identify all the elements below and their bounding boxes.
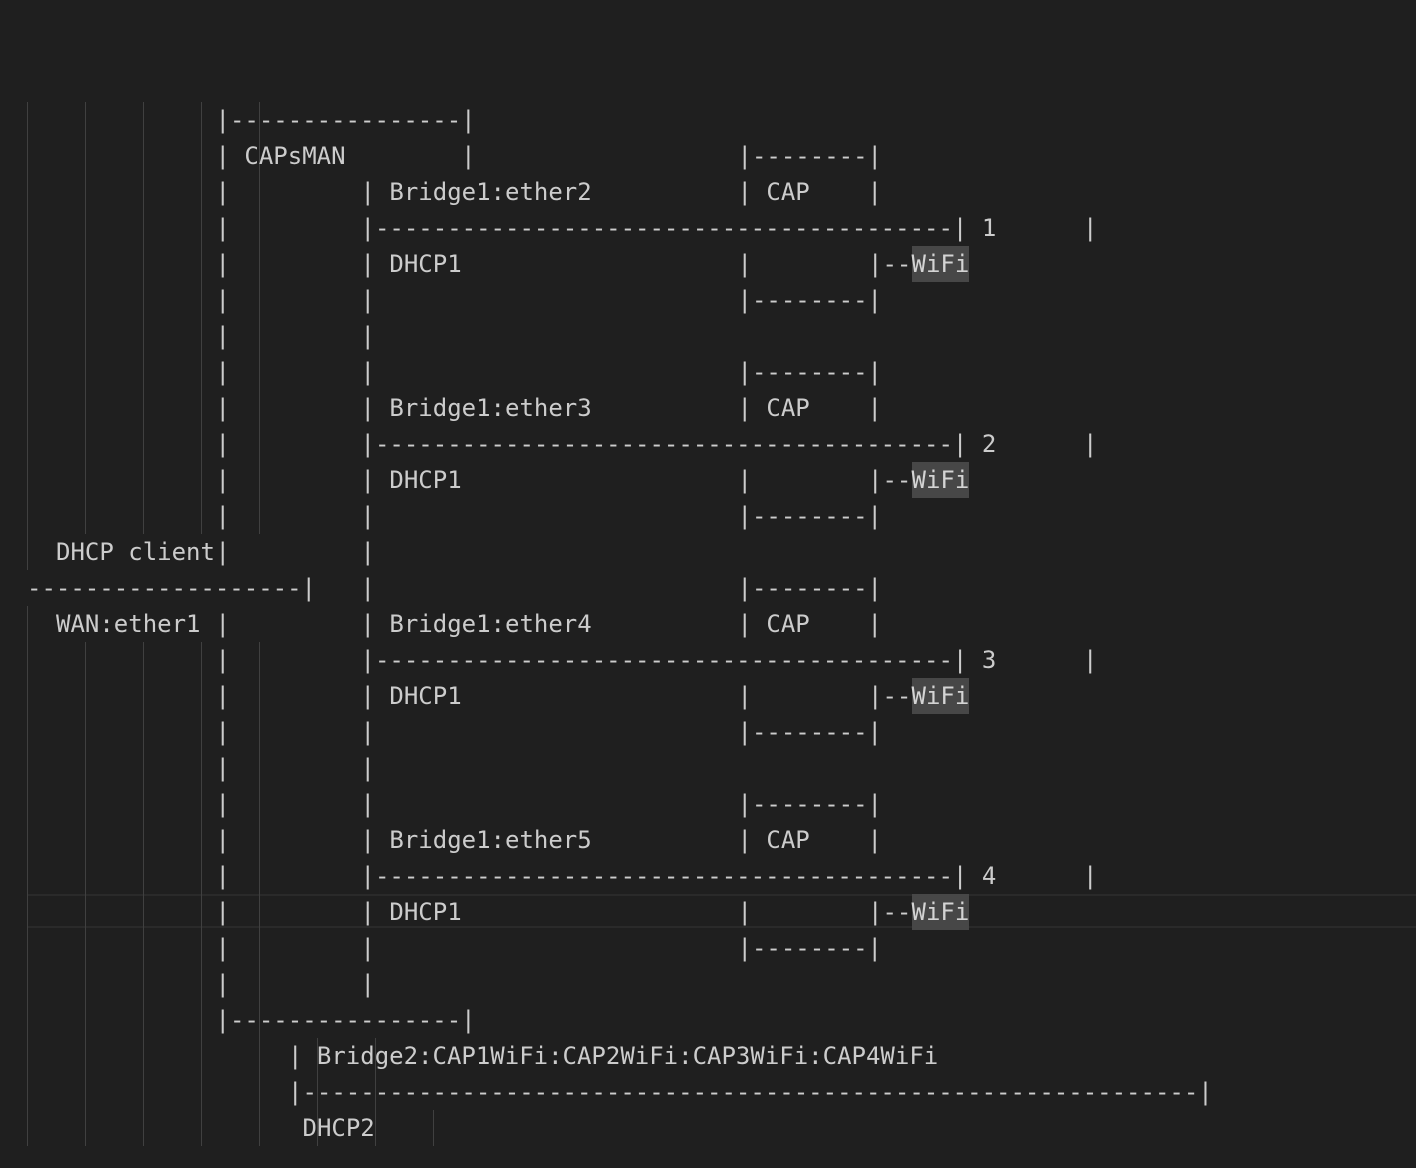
code-segment: |----------------| bbox=[215, 1006, 476, 1034]
code-segment: | bbox=[360, 790, 375, 818]
code-segment: | bbox=[215, 934, 230, 962]
indent-guide bbox=[85, 102, 86, 534]
code-segment: | bbox=[215, 214, 230, 242]
code-segment: |--------| bbox=[737, 286, 883, 314]
code-segment: | bbox=[360, 538, 375, 566]
code-segment: | bbox=[215, 898, 230, 926]
code-segment: | bbox=[360, 754, 375, 782]
code-segment: | bbox=[360, 970, 375, 998]
indent-guide bbox=[143, 102, 144, 534]
code-segment: | bbox=[737, 250, 752, 278]
code-segment: | bbox=[360, 718, 375, 746]
code-segment: |-- bbox=[868, 682, 912, 710]
code-segment: | bbox=[215, 286, 230, 314]
code-segment: | bbox=[215, 430, 230, 458]
highlighted-match: WiFi bbox=[911, 462, 970, 498]
code-segment: |---------------------------------------… bbox=[360, 214, 1098, 242]
highlighted-match: WiFi bbox=[911, 678, 970, 714]
code-segment: |--------| bbox=[737, 502, 883, 530]
code-segment: | bbox=[360, 286, 375, 314]
code-segment: | bbox=[215, 970, 230, 998]
code-segment: |----------------| bbox=[215, 106, 476, 134]
code-segment: | Bridge1:ether2 bbox=[360, 178, 592, 206]
code-segment: | DHCP1 bbox=[360, 682, 462, 710]
code-segment: | bbox=[215, 682, 230, 710]
indent-guide bbox=[433, 1110, 434, 1146]
code-segment: | bbox=[360, 574, 375, 602]
code-segment: | bbox=[215, 610, 230, 638]
code-segment: -------------------| bbox=[27, 574, 316, 602]
code-segment: |--------| bbox=[737, 718, 883, 746]
indent-guide bbox=[201, 642, 202, 1146]
current-line-highlight bbox=[28, 894, 1416, 928]
code-segment: |---------------------------------------… bbox=[360, 646, 1098, 674]
code-segment: | DHCP1 bbox=[360, 250, 462, 278]
code-segment: | CAP | bbox=[737, 826, 883, 854]
code-segment: | bbox=[215, 646, 230, 674]
code-segment: | bbox=[215, 718, 230, 746]
code-segment: | bbox=[737, 898, 752, 926]
code-segment: | bbox=[737, 682, 752, 710]
code-segment: |-- bbox=[868, 466, 912, 494]
code-segment: | bbox=[215, 754, 230, 782]
code-segment: | bbox=[360, 502, 375, 530]
code-segment: | Bridge1:ether4 bbox=[360, 610, 592, 638]
code-segment: |-- bbox=[868, 250, 912, 278]
indent-guide bbox=[375, 1038, 376, 1146]
code-segment: |--------| bbox=[737, 934, 883, 962]
indent-guide bbox=[27, 606, 28, 1146]
code-segment: |--------| bbox=[737, 358, 883, 386]
code-segment: DHCP client bbox=[56, 538, 215, 566]
code-segment: | bbox=[215, 538, 230, 566]
code-segment: | bbox=[215, 394, 230, 422]
code-segment: | Bridge1:ether3 bbox=[360, 394, 592, 422]
code-segment: | CAP | bbox=[737, 394, 883, 422]
code-segment: DHCP2 bbox=[302, 1114, 375, 1142]
code-segment: |--------| bbox=[737, 142, 883, 170]
code-segment: | bbox=[360, 358, 375, 386]
code-segment: | bbox=[215, 250, 230, 278]
code-segment: | bbox=[215, 862, 230, 890]
indent-guide bbox=[201, 102, 202, 534]
code-segment: |--------| bbox=[737, 790, 883, 818]
code-segment: | bbox=[737, 466, 752, 494]
code-segment: | bbox=[360, 322, 375, 350]
code-segment: | CAPsMAN | bbox=[215, 142, 476, 170]
code-segment: | bbox=[215, 502, 230, 530]
code-segment: | DHCP1 bbox=[360, 466, 462, 494]
code-segment: | bbox=[215, 322, 230, 350]
code-segment: | Bridge2:CAP1WiFi:CAP2WiFi:CAP3WiFi:CAP… bbox=[288, 1042, 939, 1070]
code-segment: | DHCP1 bbox=[360, 898, 462, 926]
code-segment: | bbox=[215, 790, 230, 818]
code-segment: | bbox=[215, 178, 230, 206]
code-segment: |--------| bbox=[737, 574, 883, 602]
code-segment: |---------------------------------------… bbox=[288, 1078, 1213, 1106]
code-segment: |-- bbox=[868, 898, 912, 926]
indent-guide bbox=[317, 1038, 318, 1146]
indent-guide bbox=[27, 102, 28, 570]
code-segment: | Bridge1:ether5 bbox=[360, 826, 592, 854]
code-segment: | CAP | bbox=[737, 178, 883, 206]
indent-guide bbox=[259, 642, 260, 1146]
code-segment: WAN:ether1 bbox=[56, 610, 201, 638]
indent-guide bbox=[259, 102, 260, 534]
highlighted-match: WiFi bbox=[911, 894, 970, 930]
code-segment: |---------------------------------------… bbox=[360, 862, 1098, 890]
highlighted-match: WiFi bbox=[911, 246, 970, 282]
code-segment: | CAP | bbox=[737, 610, 883, 638]
indent-guide bbox=[85, 642, 86, 1146]
code-segment: | bbox=[215, 358, 230, 386]
code-segment: |---------------------------------------… bbox=[360, 430, 1098, 458]
code-segment: | bbox=[215, 826, 230, 854]
code-segment: | bbox=[360, 934, 375, 962]
code-segment: | bbox=[215, 466, 230, 494]
indent-guide bbox=[143, 642, 144, 1146]
